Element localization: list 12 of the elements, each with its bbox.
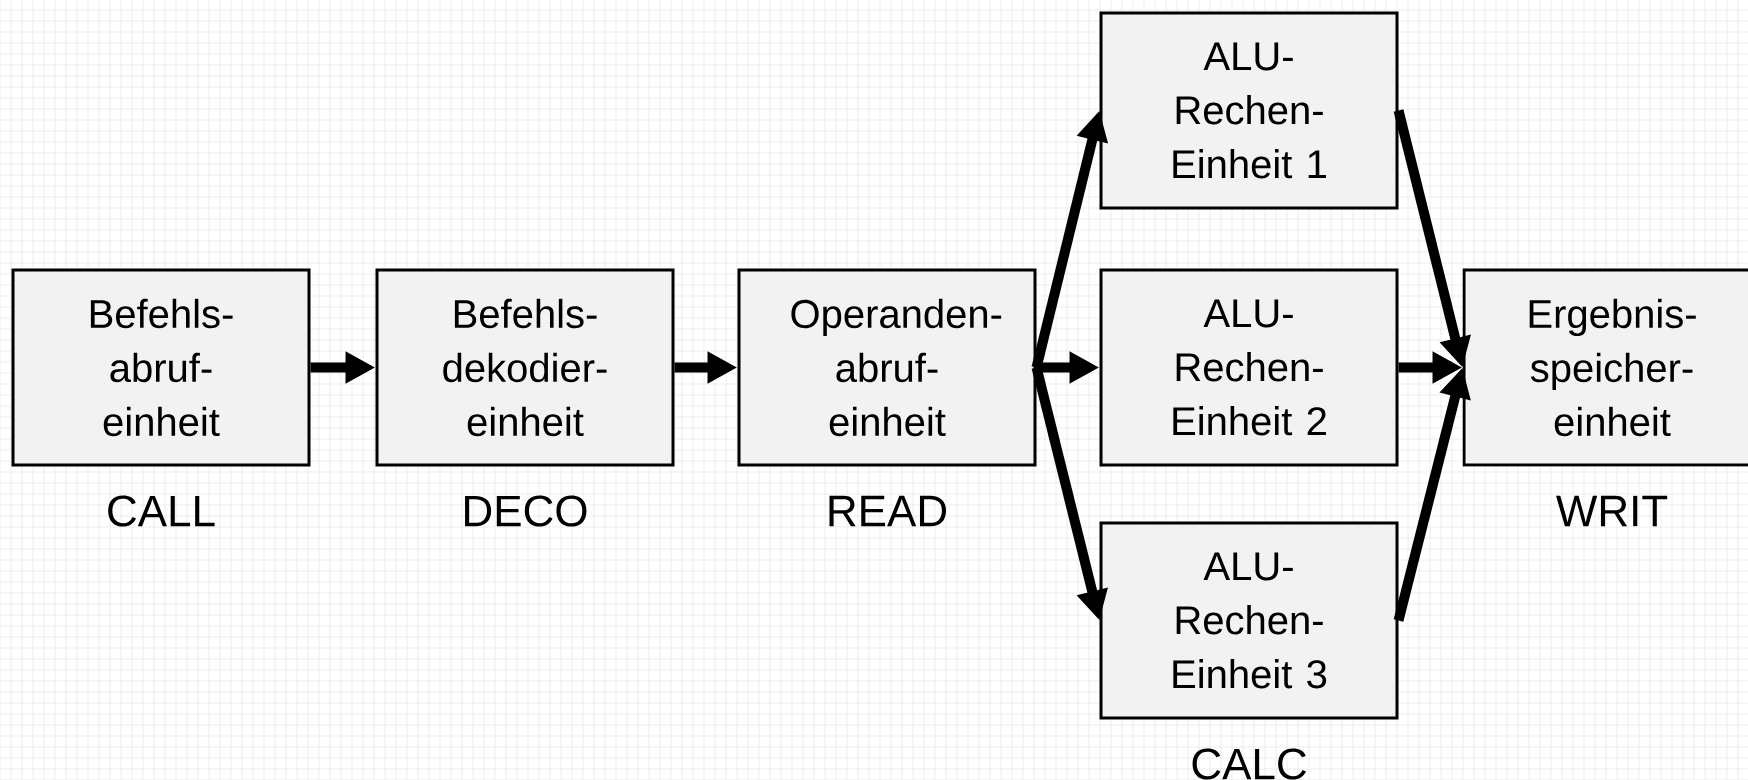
process-box: ALU- Rechen- Einheit 3 <box>1099 521 1399 720</box>
process-box: ALU- Rechen- Einheit 1 <box>1099 11 1399 210</box>
stage-label: CALL <box>108 495 215 527</box>
stage-label: WRIT <box>1556 495 1668 527</box>
process-box: Befehls- dekodier- einheit <box>375 268 675 467</box>
process-box: Befehls- abruf- einheit <box>11 268 311 467</box>
process-box: ALU- Rechen- Einheit 2 <box>1099 268 1399 467</box>
process-box: Ergebnis- speicher- einheit <box>1462 268 1748 467</box>
stage-label: READ <box>829 495 946 527</box>
stage-label: CALC <box>1192 748 1306 780</box>
stage-label: DECO <box>465 495 587 527</box>
process-box: Operanden- abruf- einheit <box>737 268 1037 467</box>
